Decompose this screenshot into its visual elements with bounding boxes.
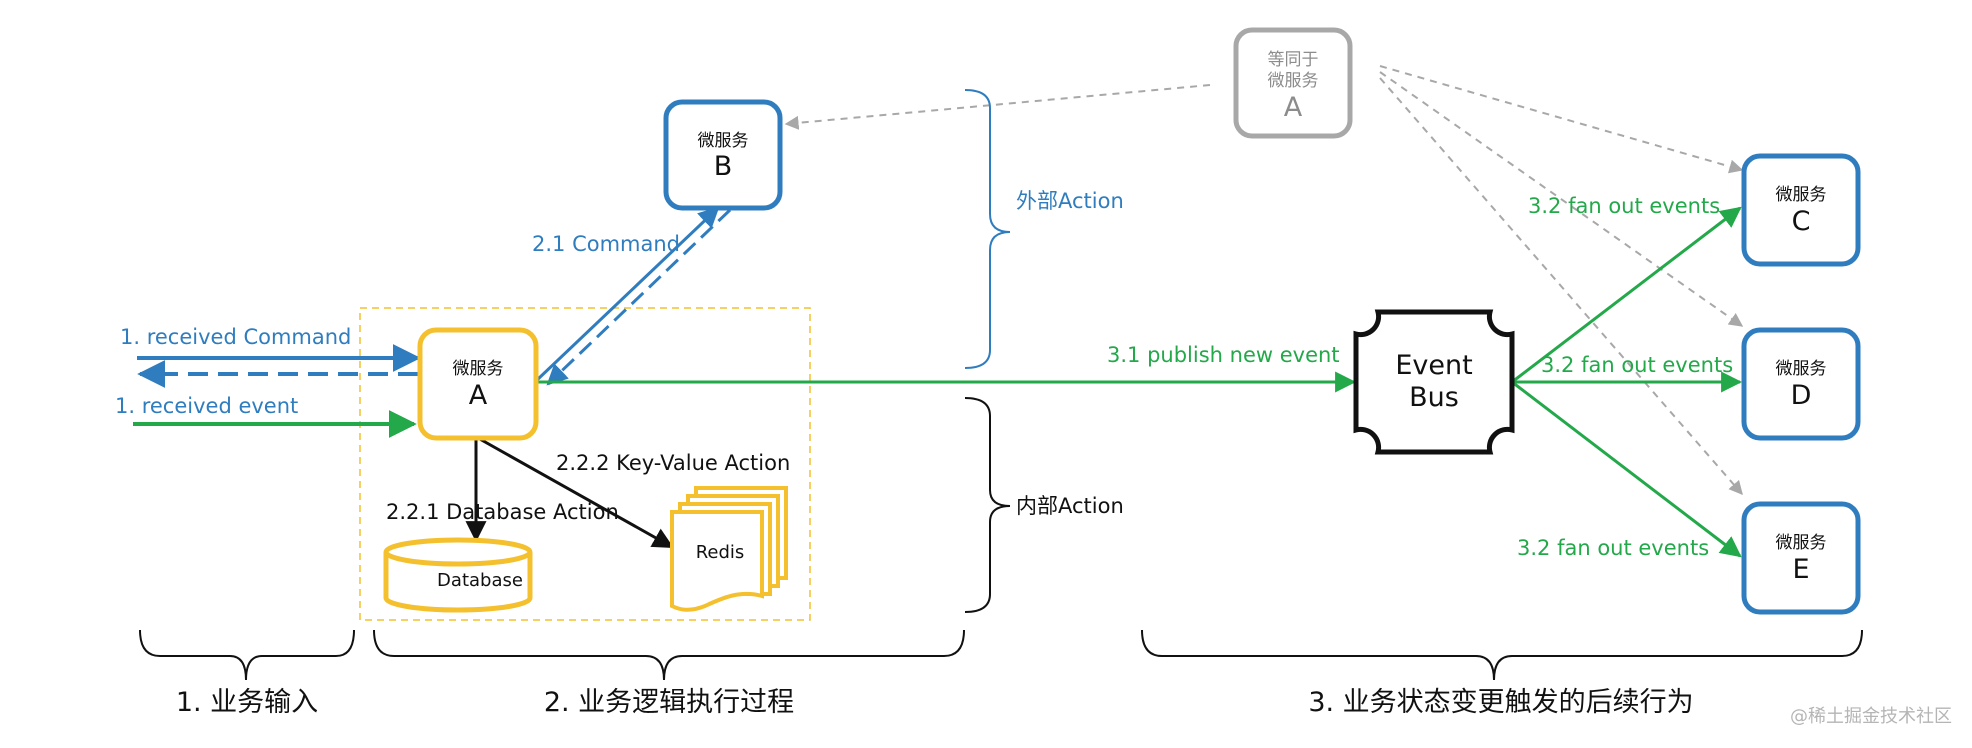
fan-out-arrow-c bbox=[1511, 206, 1742, 384]
fan-out-e-label: 3.2 fan out events bbox=[1517, 536, 1709, 560]
section-brace-logic bbox=[373, 629, 965, 681]
microservice-a-letter: A bbox=[469, 380, 488, 411]
watermark: @稀土掘金技术社区 bbox=[1790, 706, 1952, 727]
received-event-label: 1. received event bbox=[115, 394, 298, 418]
section-brace-followup bbox=[1141, 629, 1863, 681]
event-bus-line1: Event bbox=[1395, 350, 1472, 381]
fan-out-arrow-e bbox=[1511, 380, 1742, 558]
service-a-boundary bbox=[359, 307, 811, 621]
equivalent-line2: 微服务 bbox=[1268, 71, 1319, 91]
redis-label: Redis bbox=[696, 542, 745, 563]
microservice-b-title: 微服务 bbox=[698, 131, 749, 151]
fan-out-c-label: 3.2 fan out events bbox=[1528, 194, 1720, 218]
redis-node: Redis bbox=[670, 486, 788, 612]
event-bus-line2: Bus bbox=[1409, 382, 1459, 413]
microservice-a-node: 微服务 A bbox=[417, 327, 539, 441]
microservice-d-letter: D bbox=[1791, 380, 1812, 411]
gray-arrow-to-c bbox=[1379, 65, 1744, 174]
kv-action-label: 2.2.2 Key-Value Action bbox=[556, 451, 790, 475]
microservice-c-title: 微服务 bbox=[1776, 185, 1827, 205]
section-followup-label: 3. 业务状态变更触发的后续行为 bbox=[1308, 687, 1693, 718]
section-brace-input bbox=[139, 629, 355, 681]
microservice-d-title: 微服务 bbox=[1776, 359, 1827, 379]
external-action-label: 外部Action bbox=[1016, 189, 1124, 213]
equivalent-microservice-a-node: 等同于 微服务 A bbox=[1233, 27, 1353, 139]
section-input-label: 1. 业务输入 bbox=[176, 687, 318, 718]
internal-action-label: 内部Action bbox=[1016, 494, 1124, 518]
microservice-d-node: 微服务 D bbox=[1741, 327, 1861, 441]
internal-action-brace bbox=[964, 397, 1011, 613]
publish-event-label: 3.1 publish new event bbox=[1107, 343, 1340, 367]
command-arrow bbox=[535, 206, 720, 382]
microservice-c-letter: C bbox=[1792, 206, 1811, 237]
microservice-e-node: 微服务 E bbox=[1741, 501, 1861, 615]
gray-arrow-to-e bbox=[1379, 77, 1743, 496]
database-label: Database bbox=[437, 570, 523, 591]
received-command-label: 1. received Command bbox=[120, 325, 351, 349]
microservice-a-title: 微服务 bbox=[453, 359, 504, 379]
command-label: 2.1 Command bbox=[532, 232, 680, 256]
kv-action-arrow bbox=[477, 436, 674, 549]
fan-out-d-label: 3.2 fan out events bbox=[1541, 353, 1733, 377]
database-node: Database bbox=[383, 537, 533, 613]
microservice-b-letter: B bbox=[714, 151, 733, 182]
gray-arrow-to-d bbox=[1379, 71, 1744, 327]
microservice-e-title: 微服务 bbox=[1776, 533, 1827, 553]
microservice-c-node: 微服务 C bbox=[1741, 153, 1861, 267]
microservice-b-node: 微服务 B bbox=[663, 99, 783, 211]
gray-arrow-to-b bbox=[784, 84, 1211, 130]
db-action-label: 2.2.1 Database Action bbox=[386, 500, 619, 524]
equivalent-line1: 等同于 bbox=[1268, 50, 1319, 70]
equivalent-letter: A bbox=[1284, 92, 1303, 123]
microservice-e-letter: E bbox=[1792, 554, 1809, 585]
section-logic-label: 2. 业务逻辑执行过程 bbox=[544, 687, 794, 718]
command-reply-arrow bbox=[546, 208, 732, 386]
external-action-brace bbox=[964, 89, 1011, 369]
event-bus-node: Event Bus bbox=[1353, 309, 1515, 455]
gray-dashed-arrows bbox=[784, 65, 1744, 496]
